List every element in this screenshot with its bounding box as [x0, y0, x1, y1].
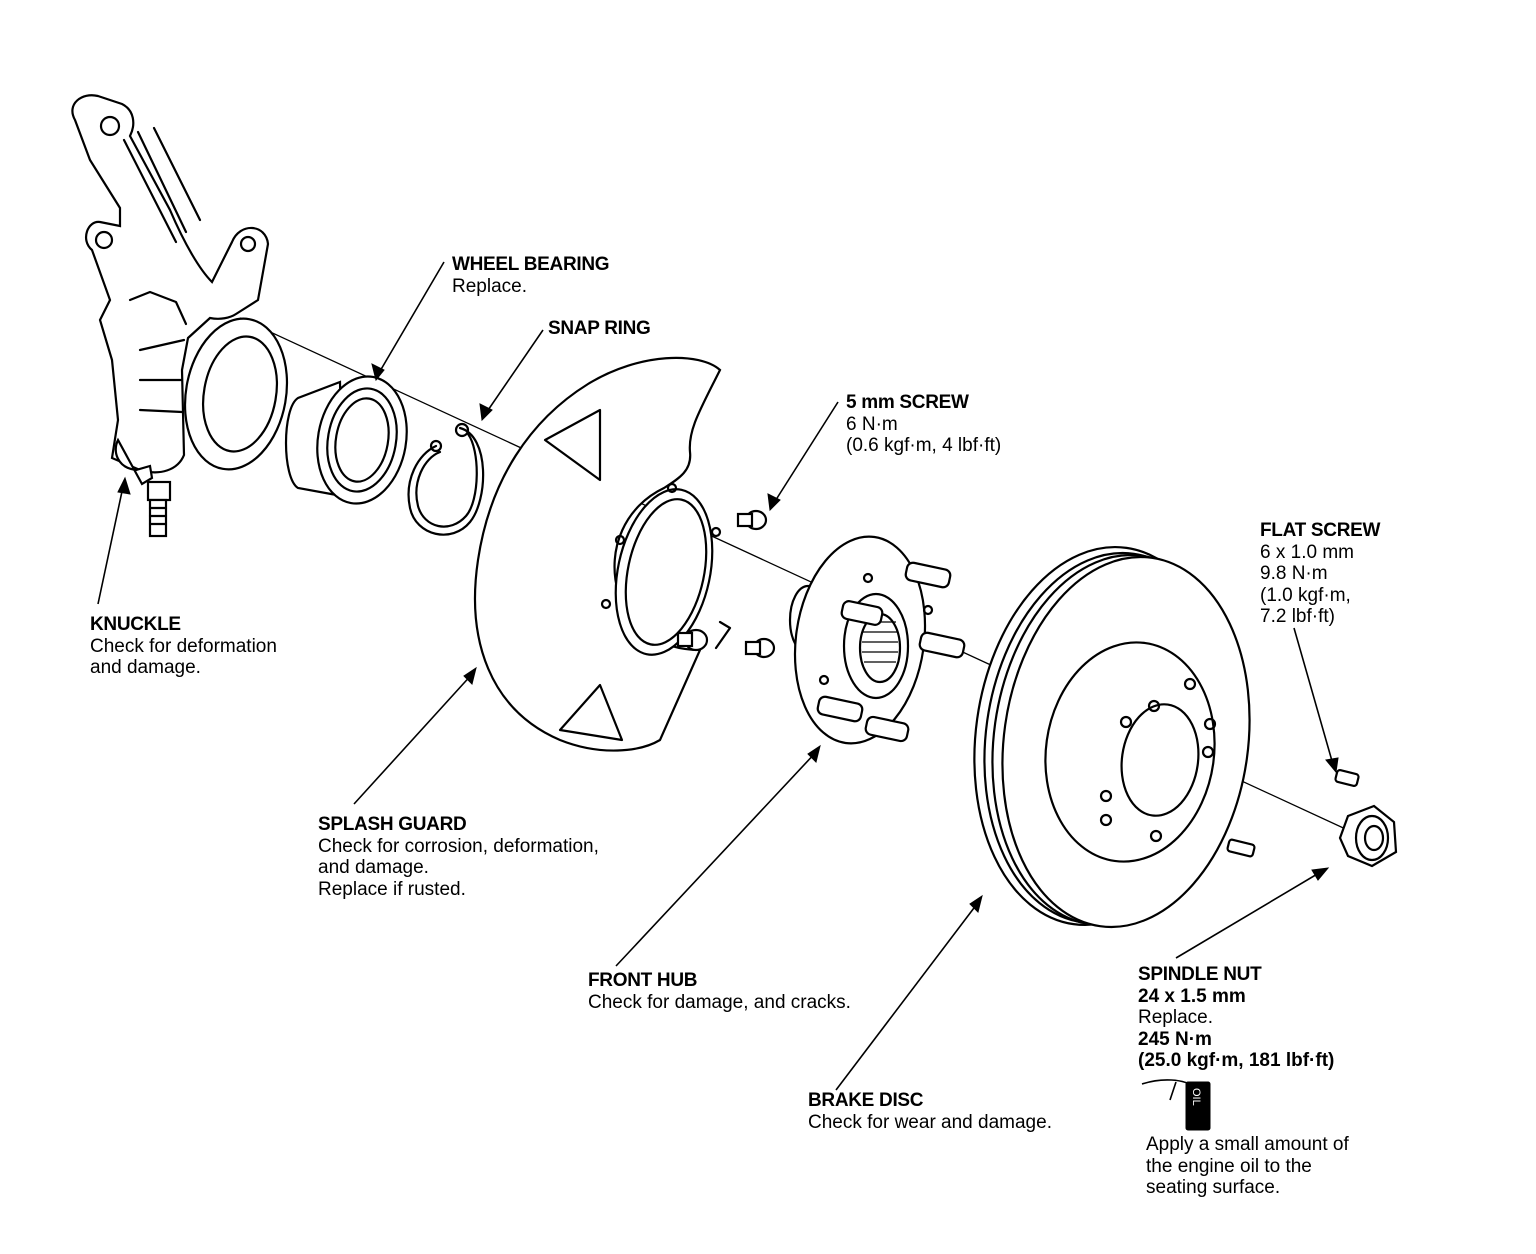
- flat-screw-torque: 9.8 N·m: [1260, 563, 1328, 584]
- oil-note-callout: Apply a small amount of the engine oil t…: [1146, 1134, 1349, 1199]
- brake-disc-title: BRAKE DISC: [808, 1090, 924, 1111]
- 5mm-screws: [676, 509, 776, 659]
- 5mm-screw-title: 5 mm SCREW: [846, 392, 969, 413]
- brake-disc-note: Check for wear and damage.: [808, 1111, 1052, 1133]
- oil-can-label: OIL: [1190, 1088, 1202, 1106]
- flat-screw-size: 6 x 1.0 mm: [1260, 541, 1354, 563]
- knuckle-note-2: and damage.: [90, 657, 201, 678]
- flat-screw-torque-kgf: (1.0 kgf·m,: [1260, 584, 1351, 606]
- wheel-bearing-callout: WHEEL BEARING Replace.: [452, 254, 610, 297]
- oil-can-text: OIL: [1190, 1088, 1202, 1106]
- knuckle-callout: KNUCKLE Check for deformation and damage…: [90, 614, 277, 679]
- flat-screw-torque-lbf: 7.2 lbf·ft): [1260, 606, 1335, 627]
- spindle-nut-part: [1338, 804, 1398, 868]
- splash-guard-callout: SPLASH GUARD Check for corrosion, deform…: [318, 814, 599, 900]
- spindle-nut-title: SPINDLE NUT: [1138, 964, 1262, 985]
- wheel-bearing-part: [284, 375, 408, 505]
- oil-note-line-1: Apply a small amount of: [1146, 1134, 1349, 1155]
- oil-note-line-3: seating surface.: [1146, 1177, 1281, 1198]
- wheel-bearing-title: WHEEL BEARING: [452, 254, 610, 275]
- splash-guard-part: [474, 356, 732, 752]
- splash-guard-title: SPLASH GUARD: [318, 814, 467, 835]
- front-hub-title: FRONT HUB: [588, 970, 698, 991]
- front-hub-callout: FRONT HUB Check for damage, and cracks.: [588, 970, 851, 1013]
- spindle-nut-torque: 245 N·m: [1138, 1028, 1212, 1050]
- leader-lines: [97, 261, 1339, 1091]
- 5mm-screw-torque: 6 N·m: [846, 413, 898, 435]
- snap-ring-callout: SNAP RING: [548, 318, 651, 340]
- flat-screws: [1226, 769, 1360, 858]
- snap-ring-title: SNAP RING: [548, 318, 651, 339]
- snap-ring-part: [407, 422, 485, 536]
- 5mm-screw-torque-alt: (0.6 kgf·m, 4 lbf·ft): [846, 435, 1002, 456]
- knuckle-note-1: Check for deformation: [90, 635, 277, 657]
- brake-disc-callout: BRAKE DISC Check for wear and damage.: [808, 1090, 1052, 1133]
- knuckle-part: [71, 94, 289, 538]
- wheel-bearing-note: Replace.: [452, 275, 527, 297]
- oil-can-icon: [1141, 1079, 1211, 1131]
- brake-disc-part: [973, 545, 1251, 929]
- 5mm-screw-callout: 5 mm SCREW 6 N·m (0.6 kgf·m, 4 lbf·ft): [846, 392, 1001, 457]
- splash-guard-note-2: and damage.: [318, 857, 429, 878]
- splash-guard-note-3: Replace if rusted.: [318, 878, 466, 900]
- splash-guard-note-1: Check for corrosion, deformation,: [318, 835, 599, 857]
- spindle-nut-callout: SPINDLE NUT 24 x 1.5 mm Replace. 245 N·m…: [1138, 964, 1334, 1072]
- spindle-nut-size: 24 x 1.5 mm: [1138, 985, 1246, 1007]
- flat-screw-title: FLAT SCREW: [1260, 520, 1381, 541]
- knuckle-title: KNUCKLE: [90, 614, 181, 635]
- flat-screw-callout: FLAT SCREW 6 x 1.0 mm 9.8 N·m (1.0 kgf·m…: [1260, 520, 1380, 628]
- front-hub-note: Check for damage, and cracks.: [588, 991, 851, 1013]
- spindle-nut-replace: Replace.: [1138, 1007, 1213, 1028]
- spindle-nut-torque-alt: (25.0 kgf·m, 181 lbf·ft): [1138, 1050, 1335, 1071]
- front-hub-part: [788, 535, 966, 745]
- oil-note-line-2: the engine oil to the: [1146, 1155, 1312, 1177]
